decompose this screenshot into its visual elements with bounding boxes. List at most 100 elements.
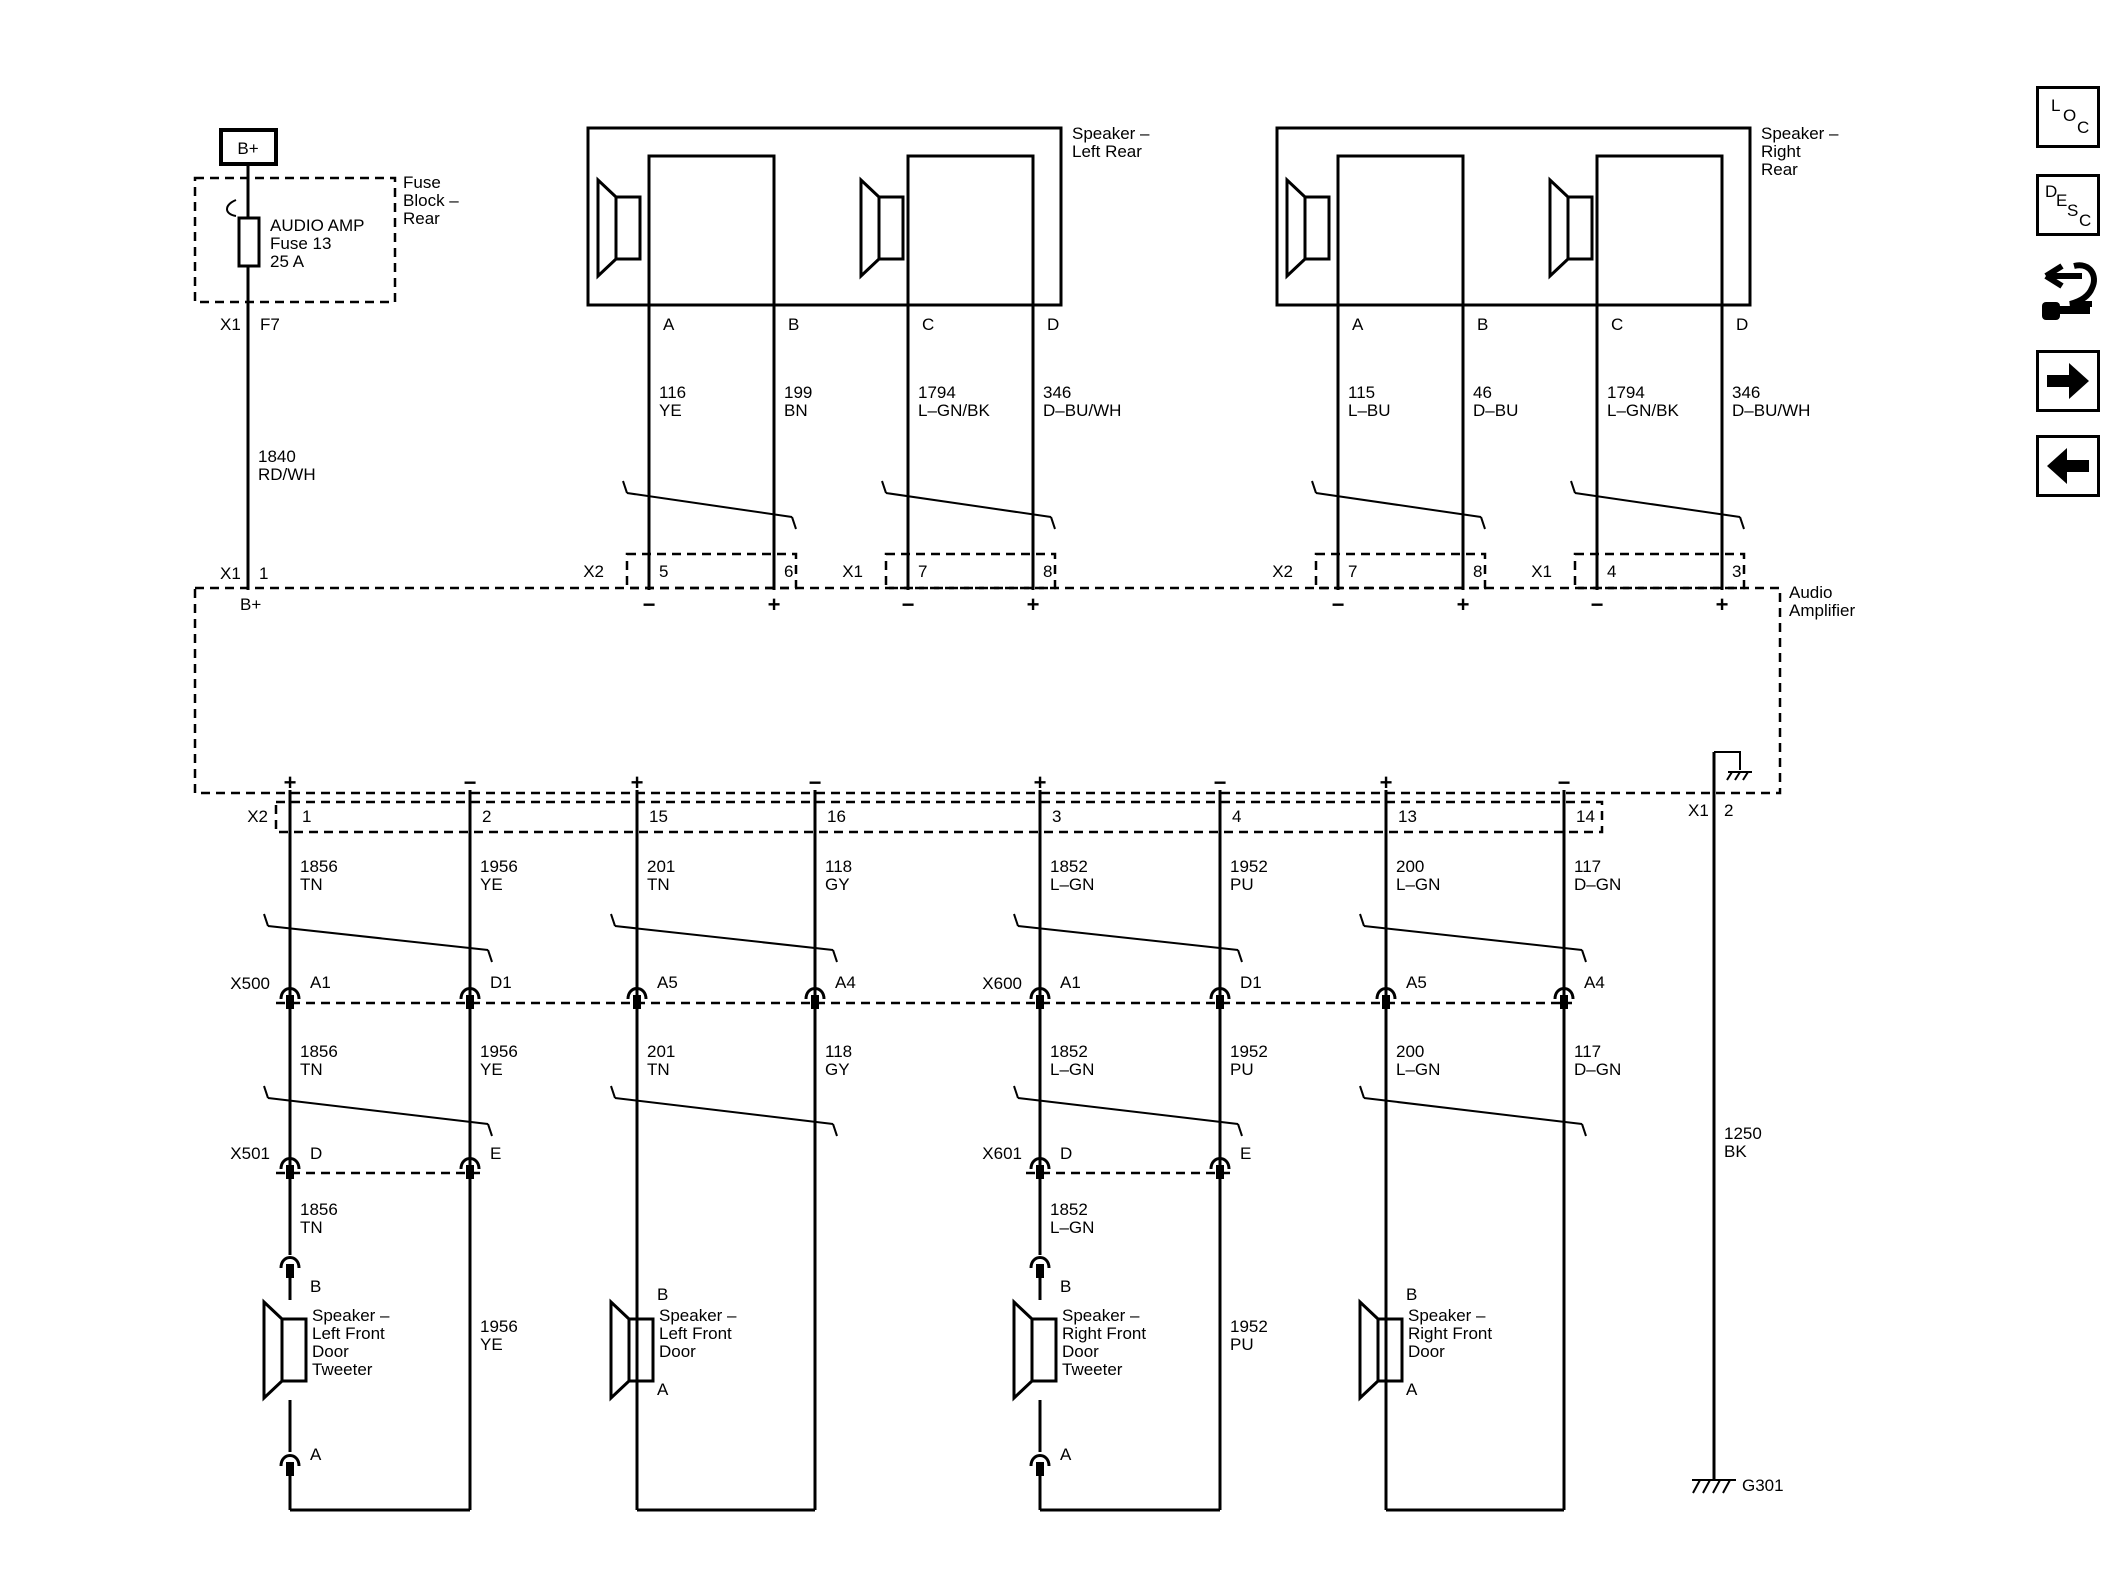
rr-title-3: Rear [1761,160,1798,179]
rear-polarity-0-0: − [643,592,656,617]
inline-a-pin-label-3: A4 [835,973,856,992]
front-speaker-title-0-0: Speaker – [312,1306,390,1325]
front-twist-mid-1 [614,1097,834,1125]
front-out-pin-0: 1 [302,807,311,826]
front-wire-top-circuit-1: 1956 [480,857,518,876]
rear-conn-pin-1-0-b: 8 [1473,562,1482,581]
front-speaker-term-bottom-1: A [657,1380,669,1399]
front-polarity-5: − [1214,770,1227,795]
ground-wire-color: BK [1724,1142,1747,1161]
inline-b-left-name: X501 [230,1144,270,1163]
rear-wire-circuit-0-3: 346 [1043,383,1071,402]
rear-wire-color-0-1: BN [784,401,808,420]
return-wire-color-1: PU [1230,1335,1254,1354]
front-twist-top-2-tick-r [1237,949,1243,963]
front-wire-mid-color-3: GY [825,1060,850,1079]
prev-page-button[interactable] [2036,435,2100,497]
desc-letter-e: E [2056,191,2068,210]
front-wire-mid-color-2: TN [647,1060,670,1079]
front-speaker-3-icon-magnet [1376,1317,1404,1383]
front-wire-mid-color-1: YE [480,1060,503,1079]
desc-button[interactable]: D E S C [2036,174,2100,236]
return-wire-circuit-0: 1956 [480,1317,518,1336]
front-out-pin-1: 2 [482,807,491,826]
front-speaker-title-2-1: Right Front [1062,1324,1146,1343]
tweeter-wire-color-0: TN [300,1218,323,1237]
loc-button[interactable]: L O C [2036,86,2100,148]
inline-b-pin-label-0-a: D [310,1144,322,1163]
rear-conn-pin-1-1-b: 3 [1732,562,1741,581]
tweeter-wire-circuit-0: 1856 [300,1200,338,1219]
front-speaker-1-icon [609,1298,631,1402]
front-speaker-3-icon [1358,1298,1380,1402]
speaker-left-rear-box [586,126,1063,307]
rear-polarity-1-1: + [1457,592,1470,617]
front-speaker-title-0-1: Left Front [312,1324,385,1343]
rear-polarity-1-2: − [1591,592,1604,617]
rear-polarity-1-3: + [1716,592,1729,617]
amp-ground-conn: X1 [1688,801,1709,820]
front-speaker-title-2-2: Door [1062,1342,1099,1361]
desc-letter-c: C [2079,211,2092,230]
rear-twist-1-1-tick-r [1739,516,1745,530]
front-wire-mid-circuit-2: 201 [647,1042,675,1061]
rear-twist-1-0-tick-r [1480,516,1486,530]
inline-b-pin-0-b-pin [466,1165,474,1179]
inline-a-pin-label-6: A5 [1406,973,1427,992]
inline-a-pin-label-7: A4 [1584,973,1605,992]
front-polarity-7: − [1558,770,1571,795]
rear-wire-color-1-3: D–BU/WH [1732,401,1810,420]
rear-wire-circuit-1-3: 346 [1732,383,1760,402]
front-wire-top-circuit-3: 118 [825,857,852,876]
tweeter-plug-bottom-1-receptacle [1029,1454,1051,1467]
front-wire-top-circuit-6: 200 [1396,857,1424,876]
tweeter-plug-bottom-1-pin [1036,1462,1044,1476]
fuse-block-title-2: Block – [403,191,459,210]
front-wire-top-color-1: YE [480,875,503,894]
rear-speaker-0-1-loop [906,154,1035,305]
rear-conn-box-1-1 [1573,552,1746,590]
inline-b-pin-1-b-receptacle [1209,1157,1231,1170]
ground-name: G301 [1742,1476,1784,1495]
amp-feed-pin: 1 [259,564,268,583]
inline-b-pin-label-1-a: D [1060,1144,1072,1163]
rear-term-0-3: D [1047,315,1059,334]
front-speaker-0-icon-magnet [280,1317,308,1383]
tweeter-plug-top-0-pin [286,1264,294,1278]
front-out-pin-7: 14 [1576,807,1595,826]
rear-conn-box-0-0 [625,552,798,590]
inline-a-pin-label-1: D1 [490,973,512,992]
front-out-pin-3: 16 [827,807,846,826]
rear-speaker-1-1-icon [1548,176,1570,280]
front-speaker-title-2-3: Tweeter [1062,1360,1123,1379]
next-page-button[interactable] [2036,350,2100,412]
front-wire-top-color-6: L–GN [1396,875,1440,894]
front-speaker-term-bottom-2: A [1060,1445,1072,1464]
front-twist-top-2-tick-l [1013,913,1019,927]
front-speaker-term-bottom-0: A [310,1445,322,1464]
rear-twist-0-0-tick-r [791,516,797,530]
front-wire-top-color-3: GY [825,875,850,894]
front-polarity-3: − [809,770,822,795]
rear-wire-color-1-0: L–BU [1348,401,1391,420]
rear-wire-circuit-1-2: 1794 [1607,383,1645,402]
front-wire-mid-circuit-5: 1952 [1230,1042,1268,1061]
fuse-conn-label: X1 [220,315,241,334]
tweeter-plug-top-1-receptacle [1029,1256,1051,1269]
rear-twist-0-1-tick-r [1050,516,1056,530]
lr-title-1: Speaker – [1072,124,1150,143]
front-twist-mid-2-tick-r [1237,1123,1243,1137]
rear-twist-1-0-tick-l [1311,480,1317,494]
inline-b-pin-label-1-b: E [1240,1144,1251,1163]
inline-a-right-name: X600 [982,974,1022,993]
rear-polarity-0-2: − [902,592,915,617]
connector-tool-icon[interactable] [2036,258,2100,328]
rear-speaker-0-0-icon-magnet [614,195,642,261]
rear-conn-pin-1-0-a: 7 [1348,562,1357,581]
rear-speaker-1-0-icon-magnet [1303,195,1331,261]
front-speaker-term-top-2: B [1060,1277,1071,1296]
rear-polarity-0-1: + [768,592,781,617]
fuse-block-boundary [193,176,397,304]
front-speaker-title-3-2: Door [1408,1342,1445,1361]
front-wire-top-circuit-0: 1856 [300,857,338,876]
